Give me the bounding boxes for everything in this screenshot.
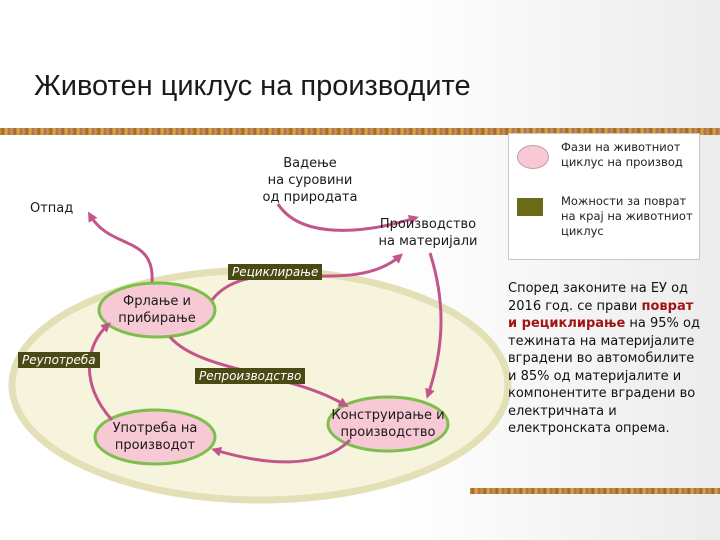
eu-law-note: Според законите на ЕУ од 2016 год. се пр… [508,280,700,438]
label-extraction: Вадење на суровини од природата [262,156,358,205]
note-text-part1: Според законите на ЕУ од 2016 год. се пр… [508,281,689,314]
note-highlight: поврат и рециклирање [508,298,694,332]
label-materials: Производство на материјали [378,217,478,249]
legend-options-label: Можности за поврат на крај на животниот … [561,194,693,238]
phase-discard-label: Фрлање и прибирање [118,294,196,326]
decorative-rule-top [0,128,720,135]
label-waste: Отпад [30,201,74,216]
option-recycling-tag: Рециклирање [228,264,323,280]
phase-use-ellipse [93,408,217,466]
arrow-materials-to-manufacture [425,252,443,399]
phase-manufacture-ellipse [326,395,450,453]
phase-use-label: Употреба на производот [112,421,198,453]
option-remanufacturing-tag: Репроизводство [195,368,306,384]
lifecycle-boundary-ellipse [8,266,512,504]
legend-phase-swatch [517,145,549,169]
phase-manufacture-label: Конструирање и производство [331,408,445,440]
note-text-part2: на 95% од тежината на материјалите вград… [508,316,700,436]
arrow-manufacture-to-use [211,438,352,464]
legend-option-swatch [517,198,543,216]
legend-phases-label: Фази на животниот циклус на производ [561,140,683,169]
arrow-discard-to-waste [88,211,154,283]
legend-box: Фази на животниот циклус на производ Мож… [508,133,700,260]
decorative-rule-bottom [470,488,720,494]
phase-discard-ellipse [97,281,217,339]
option-reuse-tag: Реупотреба [18,352,100,368]
arrow-extraction-to-materials [276,203,419,232]
page-title: Животен циклус на производите [34,70,471,102]
